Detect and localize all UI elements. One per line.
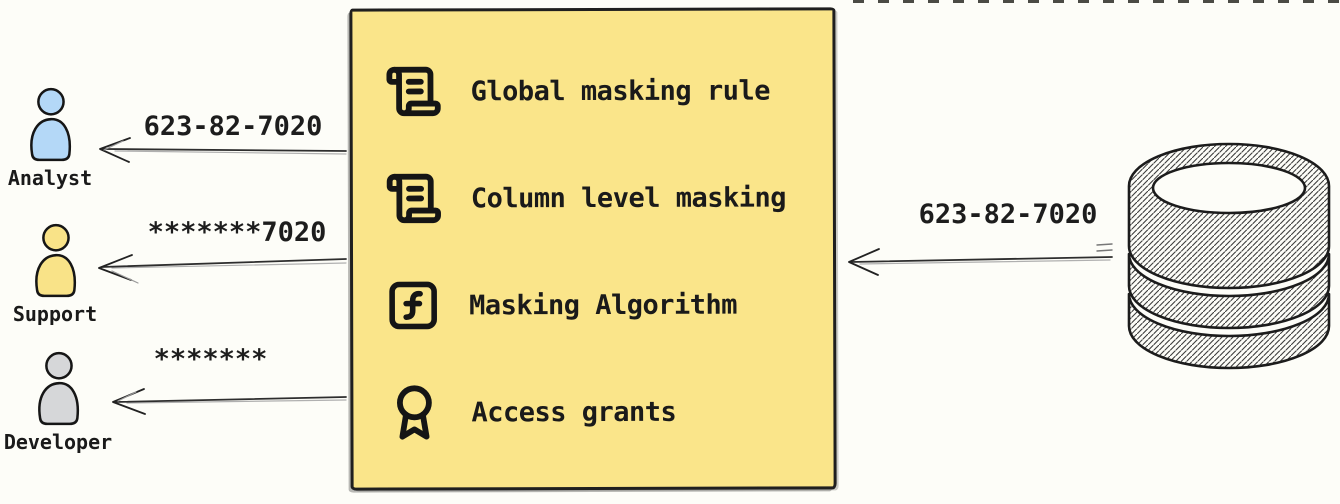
person-icon xyxy=(35,223,77,298)
function-square-icon xyxy=(389,281,437,330)
policy-label: Access grants xyxy=(471,396,677,428)
policy-row-access-grants[interactable]: Access grants xyxy=(385,371,833,452)
persona-label: Support xyxy=(12,302,98,326)
clipped-dashed-border xyxy=(853,0,1340,3)
persona-label: Analyst xyxy=(7,166,93,190)
policy-label: Global masking rule xyxy=(470,75,770,107)
scroll-text-icon xyxy=(386,173,441,224)
policy-label: Masking Algorithm xyxy=(469,289,738,321)
persona-developer[interactable]: Developer xyxy=(4,350,112,454)
policy-label: Column level masking xyxy=(470,181,787,214)
persona-support[interactable]: Support xyxy=(5,222,105,326)
award-icon xyxy=(397,385,432,440)
masked-value-support: *******7020 xyxy=(147,217,327,248)
database[interactable] xyxy=(1126,118,1332,394)
person-icon xyxy=(30,87,72,162)
masked-value-developer: ******* xyxy=(153,344,268,375)
person-icon xyxy=(38,351,80,426)
arrow-to-developer xyxy=(112,388,347,415)
persona-label: Developer xyxy=(3,430,113,454)
policy-row-global-masking-rule[interactable]: Global masking rule xyxy=(384,50,832,131)
source-value: 623-82-7020 xyxy=(918,199,1098,230)
masking-policies-box[interactable]: Global masking rule Column level masking… xyxy=(349,7,837,491)
database-icon xyxy=(1127,142,1331,370)
arrow-from-database xyxy=(848,243,1113,276)
scroll-text-icon xyxy=(386,66,441,117)
arrow-to-support xyxy=(98,254,347,284)
policy-row-column-level-masking[interactable]: Column level masking xyxy=(385,157,833,238)
policy-row-masking-algorithm[interactable]: Masking Algorithm xyxy=(385,264,833,345)
persona-analyst[interactable]: Analyst xyxy=(0,86,100,190)
masked-value-analyst: 623-82-7020 xyxy=(143,111,323,142)
